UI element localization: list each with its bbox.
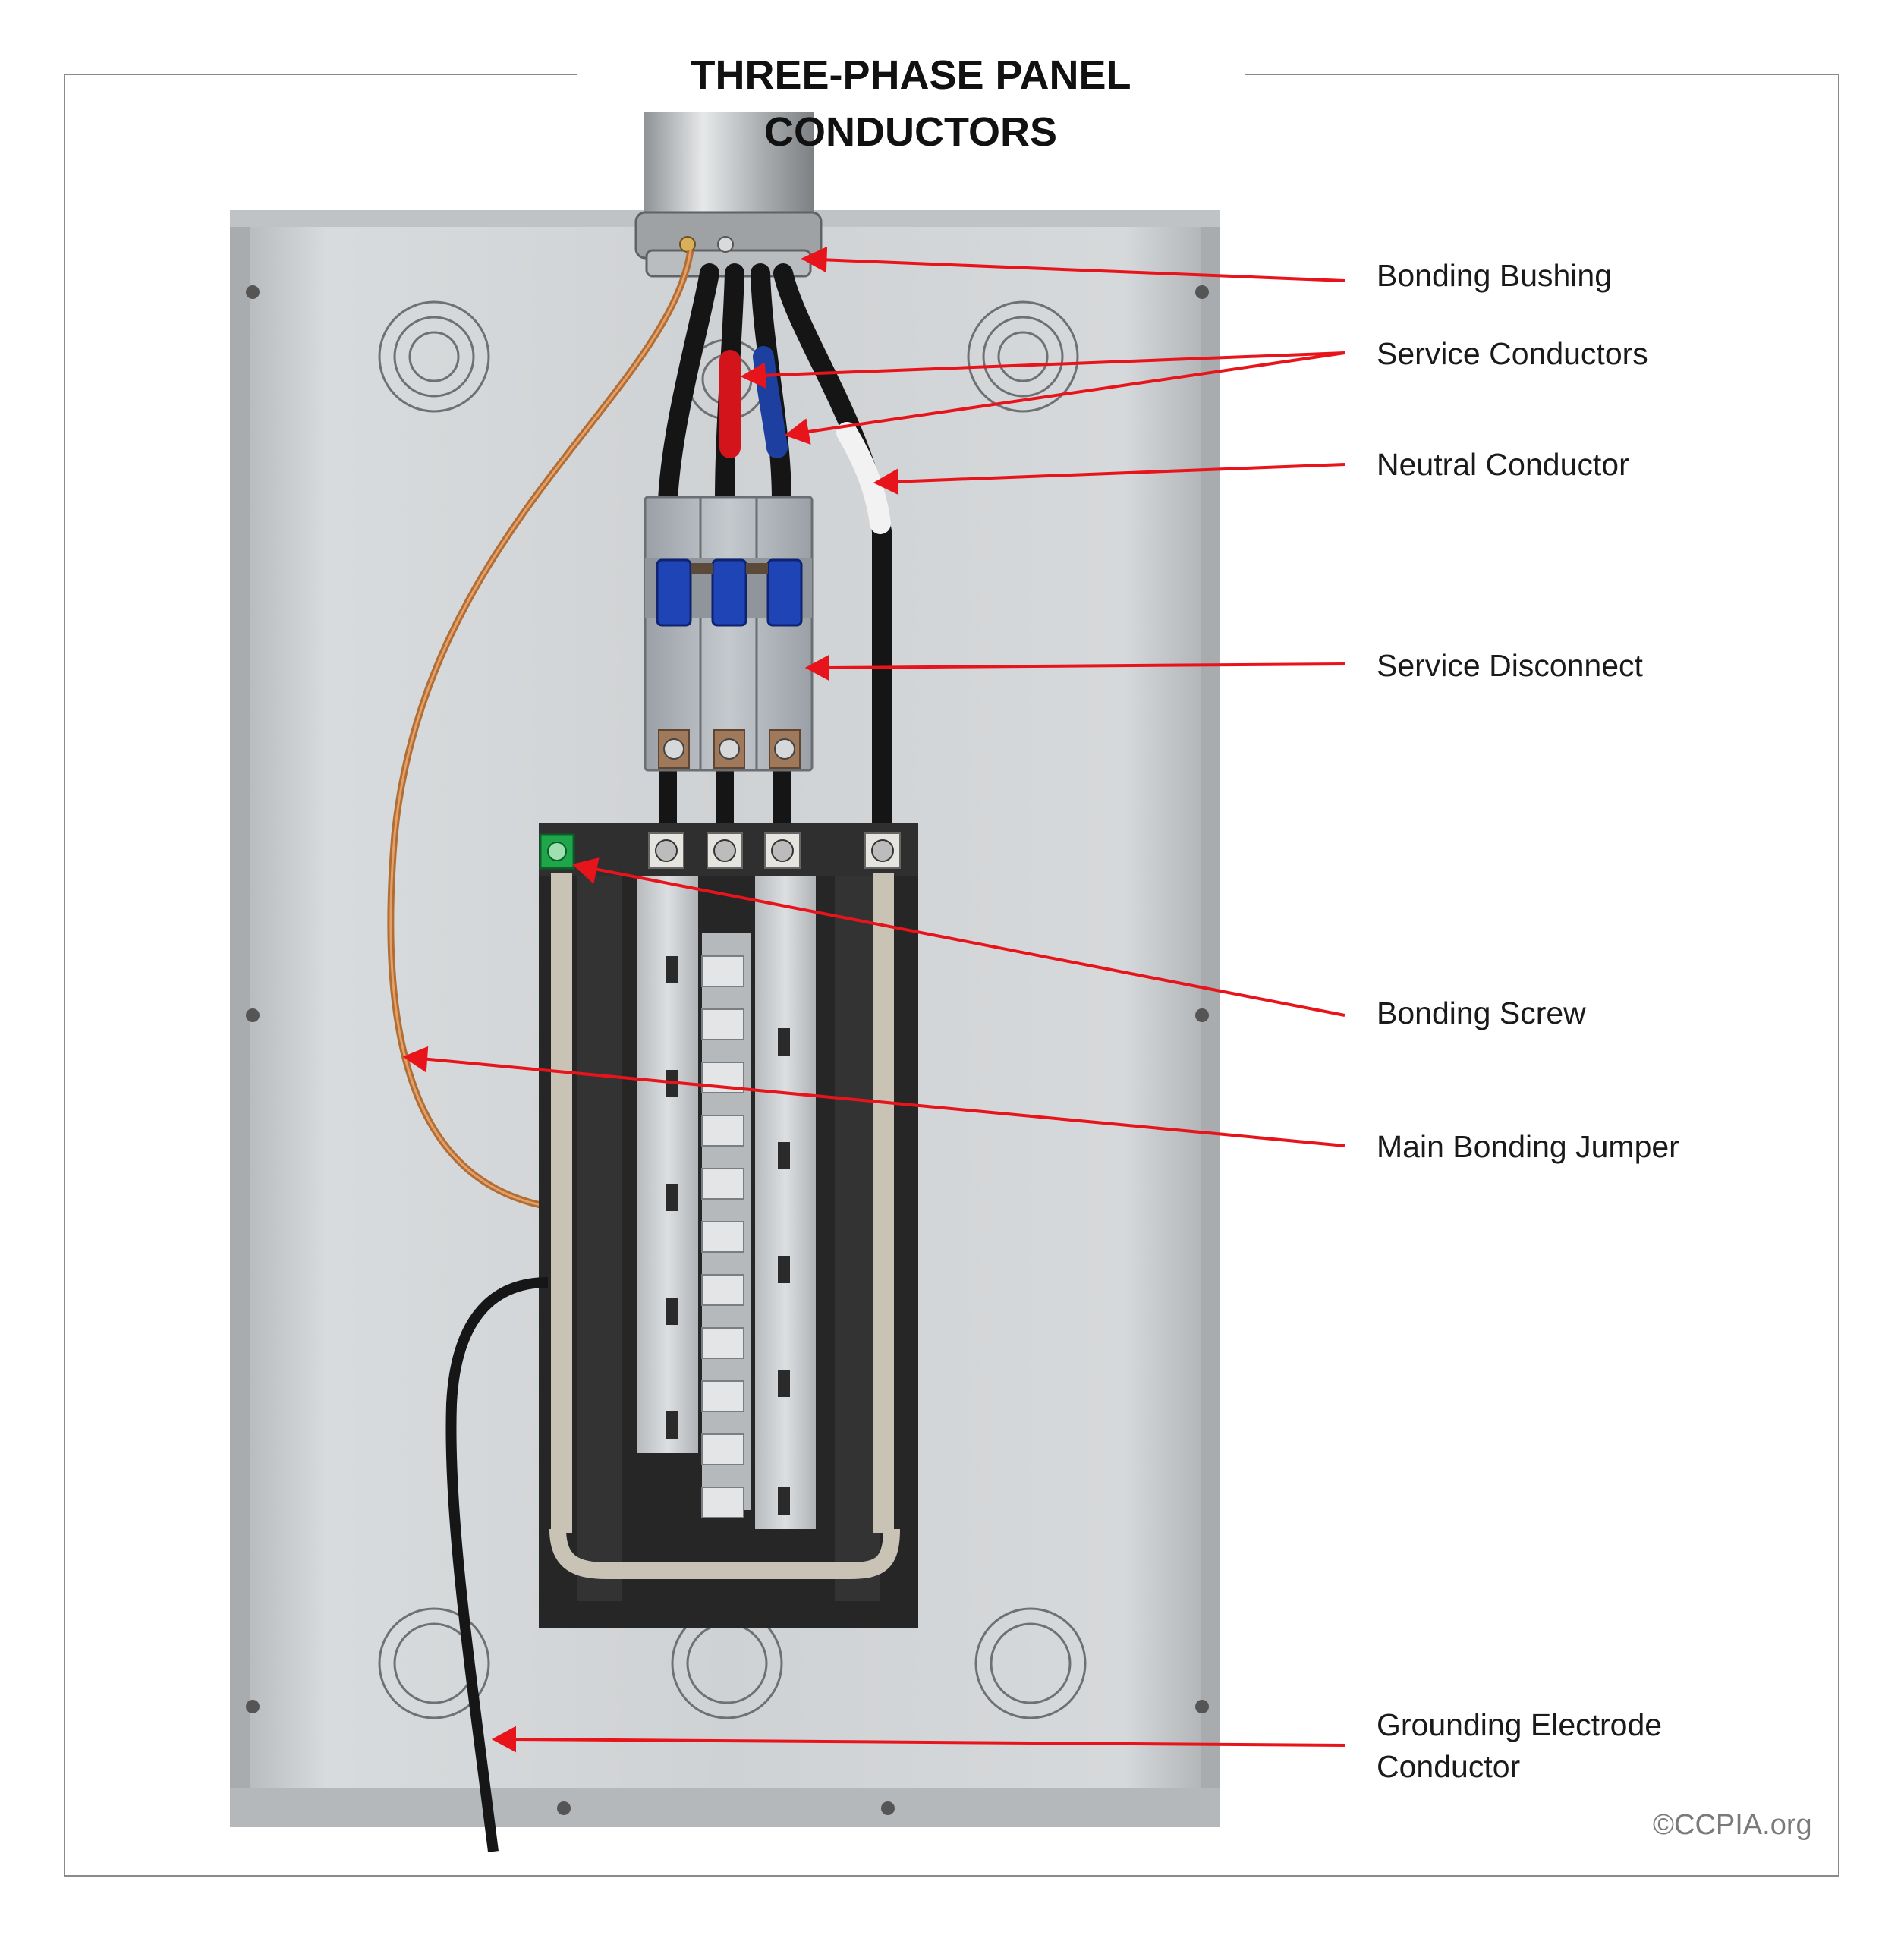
label-main-bonding-jumper: Main Bonding Jumper [1377,1129,1679,1164]
copyright-notice: ©CCPIA.org [1653,1809,1812,1841]
label-grounding-electrode-line2: Conductor [1377,1749,1521,1784]
label-service-disconnect: Service Disconnect [1377,648,1643,683]
label-bonding-screw: Bonding Screw [1377,996,1586,1030]
label-grounding-electrode-line1: Grounding Electrode [1377,1707,1663,1742]
label-neutral-conductor: Neutral Conductor [1377,447,1629,482]
label-bonding-bushing: Bonding Bushing [1377,258,1613,293]
panel-interior [539,823,918,1628]
service-conductors [658,263,892,851]
leader-lines [402,246,1345,1753]
service-disconnect-breaker [644,496,814,772]
diagram-title: THREE-PHASE PANEL CONDUCTORS [577,47,1245,155]
grounding-electrode-wire [445,1277,549,1852]
label-service-conductors: Service Conductors [1377,336,1648,371]
